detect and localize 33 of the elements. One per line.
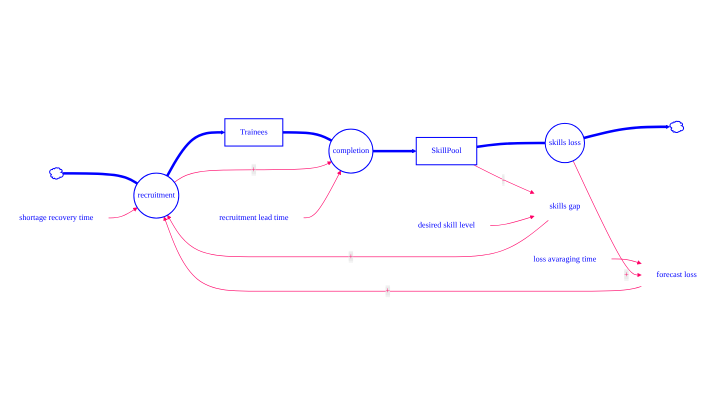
connector [476, 142, 546, 148]
node-circle: recruitment [133, 172, 180, 219]
node-box: SkillPool [416, 136, 478, 166]
edge-label: + [348, 252, 354, 261]
edge-label: + [624, 270, 629, 280]
connector [282, 131, 332, 142]
arrow [167, 214, 549, 258]
node-text: loss avaraging time [533, 254, 596, 264]
arrow [303, 170, 341, 218]
node-text: forecast loss [656, 270, 697, 280]
arrow [572, 160, 642, 278]
edge-label: + [252, 165, 256, 174]
node-text: recruitment lead time [219, 213, 288, 222]
arrow [108, 207, 138, 218]
connector [63, 172, 138, 185]
node-cloud [670, 120, 684, 134]
node-text: shortage recovery time [19, 213, 94, 222]
node-cloud [49, 167, 64, 180]
node-circle: skills loss [544, 122, 586, 164]
edge-label: + [386, 286, 390, 296]
arrow [163, 216, 642, 292]
arrow [473, 164, 534, 194]
edge-label: - [502, 175, 505, 184]
node-text: skills gap [549, 202, 580, 211]
arrow [174, 161, 332, 183]
arrow [584, 124, 670, 140]
node-box: Trainees [224, 118, 284, 147]
node-text: desired skill level [418, 220, 476, 230]
arrow [490, 215, 534, 226]
arrow [166, 130, 226, 177]
node-circle: completion [328, 128, 374, 174]
arrow [372, 148, 416, 154]
arrow [611, 258, 642, 265]
